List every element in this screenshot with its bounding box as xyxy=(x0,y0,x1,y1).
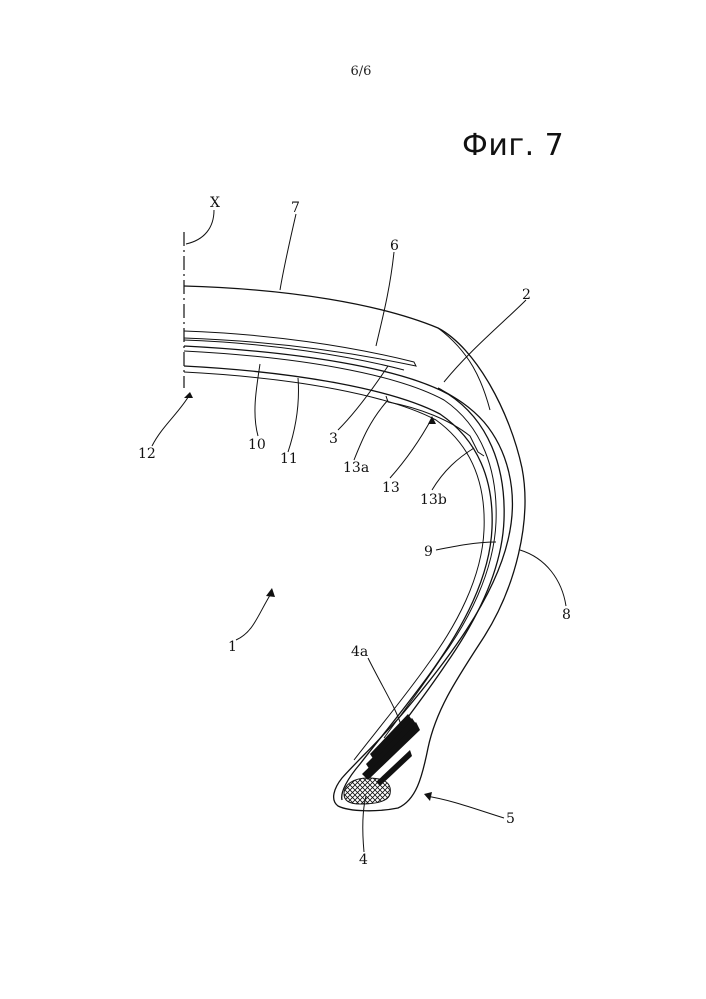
leader-12 xyxy=(152,394,190,446)
label-3: 3 xyxy=(329,431,338,447)
label-13b: 13b xyxy=(420,492,447,508)
leader-1 xyxy=(236,592,272,640)
label-5: 5 xyxy=(506,811,515,827)
label-10: 10 xyxy=(248,437,266,453)
leader-9 xyxy=(436,542,496,550)
arrow-1 xyxy=(266,588,275,597)
leader-13a xyxy=(354,400,388,460)
label-x: X xyxy=(210,195,220,211)
leader-5 xyxy=(426,796,504,818)
tread-shoulder-line xyxy=(438,328,490,410)
label-9: 9 xyxy=(424,544,433,560)
leader-10 xyxy=(255,364,260,436)
arrow-12 xyxy=(184,392,193,398)
label-1: 1 xyxy=(228,639,237,655)
leader-7 xyxy=(280,214,296,290)
leader-11 xyxy=(288,378,299,452)
inner-liner-10 xyxy=(184,366,492,800)
leader-x xyxy=(186,210,214,244)
label-13: 13 xyxy=(382,480,400,496)
leader-3 xyxy=(338,366,388,430)
carcass-ply-9 xyxy=(184,351,496,738)
arrow-13 xyxy=(428,416,436,424)
label-12: 12 xyxy=(138,446,156,462)
leader-8 xyxy=(520,550,566,606)
label-11: 11 xyxy=(280,451,298,467)
leader-13 xyxy=(390,418,432,478)
label-13a: 13a xyxy=(343,460,369,476)
label-7: 7 xyxy=(291,200,300,216)
label-4a: 4a xyxy=(351,644,368,660)
carcass-ply-2 xyxy=(184,346,504,744)
label-2: 2 xyxy=(522,287,531,303)
leader-6 xyxy=(376,252,394,346)
label-6: 6 xyxy=(390,238,399,254)
label-8: 8 xyxy=(562,607,571,623)
element-13 xyxy=(386,396,484,456)
bead-core-4 xyxy=(344,778,390,804)
label-4: 4 xyxy=(359,852,368,868)
arrow-5 xyxy=(424,792,432,801)
